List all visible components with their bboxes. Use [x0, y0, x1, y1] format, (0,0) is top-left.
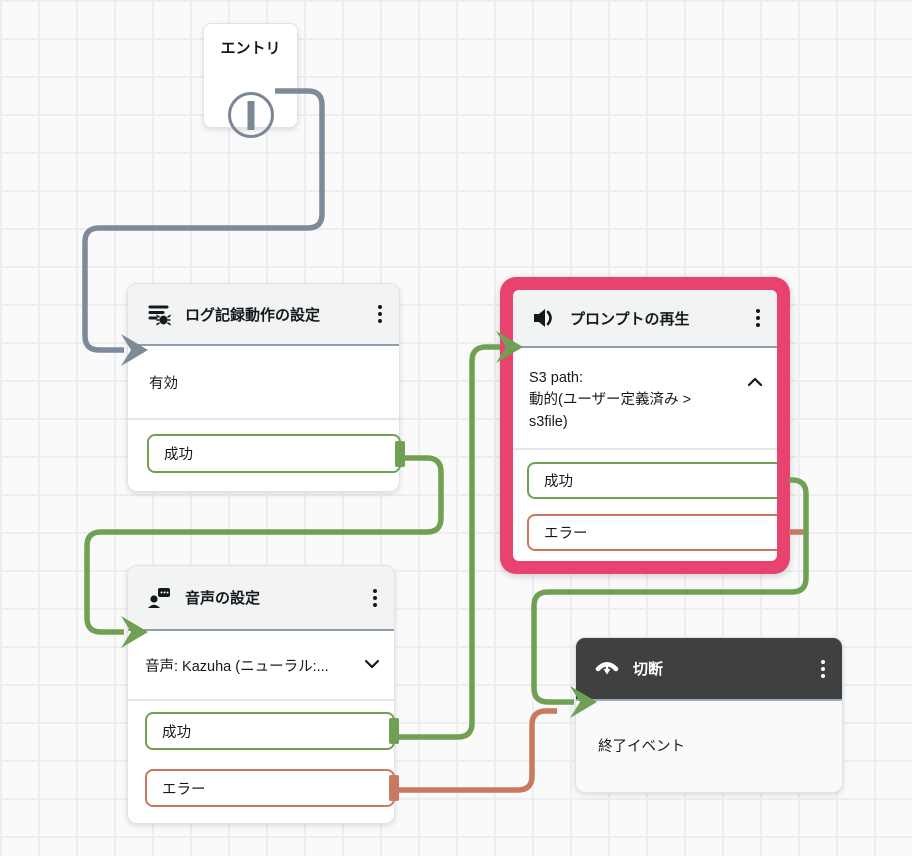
disconnect-title: 切断 [633, 661, 664, 678]
prompt-param-line3: s3file) [529, 414, 568, 430]
node-play-prompt-selected[interactable]: プロンプトの再生 S3 path: 動的(ユーザー定義済み > s3file) … [500, 277, 790, 574]
kebab-menu-icon[interactable] [818, 656, 828, 682]
expand-chevron-down-icon[interactable] [364, 657, 380, 673]
entry-title: エントリ [220, 40, 281, 57]
output-success[interactable]: 成功 [145, 712, 399, 750]
entry-point-icon[interactable] [227, 92, 274, 138]
connector-handle[interactable] [395, 440, 405, 467]
kebab-menu-icon[interactable] [375, 301, 385, 327]
divider [513, 448, 777, 450]
prompt-param-line2: 動的(ユーザー定義済み > [529, 392, 692, 408]
node-entry[interactable]: エントリ [203, 23, 298, 138]
disconnect-parameter: 終了イベント [598, 739, 685, 755]
person-speech-icon [146, 585, 172, 611]
disconnect-header[interactable]: 切断 [576, 638, 842, 701]
play-prompt-header[interactable]: プロンプトの再生 [513, 290, 777, 348]
logging-bug-icon [146, 301, 172, 327]
set-voice-header[interactable]: 音声の設定 [128, 566, 394, 631]
output-error[interactable]: エラー [145, 769, 399, 807]
output-success[interactable]: 成功 [527, 462, 777, 499]
set-logging-title: ログ記録動作の設定 [185, 306, 321, 324]
play-prompt-title: プロンプトの再生 [570, 310, 690, 328]
output-success[interactable]: 成功 [147, 434, 405, 473]
connector-voice-error-to-disconnect[interactable] [398, 708, 557, 793]
node-disconnect[interactable]: 切断 終了イベント [575, 637, 843, 793]
logging-parameter: 有効 [149, 375, 178, 392]
kebab-menu-icon[interactable] [370, 585, 380, 611]
node-set-voice[interactable]: 音声の設定 音声: Kazuha (ニューラル:... 成功 エラー [127, 565, 399, 824]
kebab-menu-icon[interactable] [753, 305, 763, 331]
set-voice-title: 音声の設定 [185, 590, 261, 607]
speaker-icon [531, 305, 557, 331]
hang-up-phone-icon [594, 656, 620, 682]
divider [128, 418, 399, 420]
prompt-param-line1: S3 path: [529, 370, 584, 386]
divider [128, 699, 394, 701]
connector-handle[interactable] [389, 718, 399, 744]
voice-parameter[interactable]: 音声: Kazuha (ニューラル:... [128, 631, 394, 699]
set-logging-header[interactable]: ログ記録動作の設定 [128, 284, 399, 346]
connector-voice-to-prompt[interactable] [398, 344, 500, 740]
connector-handle[interactable] [389, 775, 399, 801]
node-set-logging-behavior[interactable]: ログ記録動作の設定 有効 成功 [127, 283, 405, 492]
output-error[interactable]: エラー [527, 514, 777, 551]
collapse-chevron-up-icon[interactable] [747, 372, 763, 394]
